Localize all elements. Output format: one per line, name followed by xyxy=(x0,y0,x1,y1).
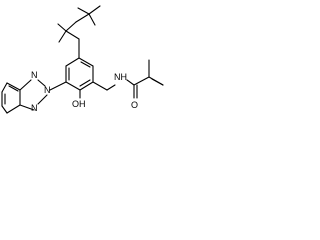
chemical-structure-diagram: OH NH O N N N xyxy=(1,5,164,114)
triazole-n2-label: N xyxy=(44,85,51,95)
oh-label: OH xyxy=(72,99,86,109)
benzotriazole-benzene-ring xyxy=(1,82,21,114)
carbonyl-oxygen-label: O xyxy=(131,100,138,110)
benzotriazole-triazole-ring: N N N xyxy=(19,70,67,113)
triazole-n3-label: N xyxy=(31,103,38,113)
nh-label: NH xyxy=(114,72,127,82)
tert-octyl-group xyxy=(57,5,101,59)
triazole-n1-label: N xyxy=(31,70,38,80)
methacrylamide-group: O xyxy=(131,59,164,110)
methylene-linker: NH xyxy=(92,72,135,91)
hydroxyl-group: OH xyxy=(72,89,86,109)
phenol-ring xyxy=(65,57,94,91)
